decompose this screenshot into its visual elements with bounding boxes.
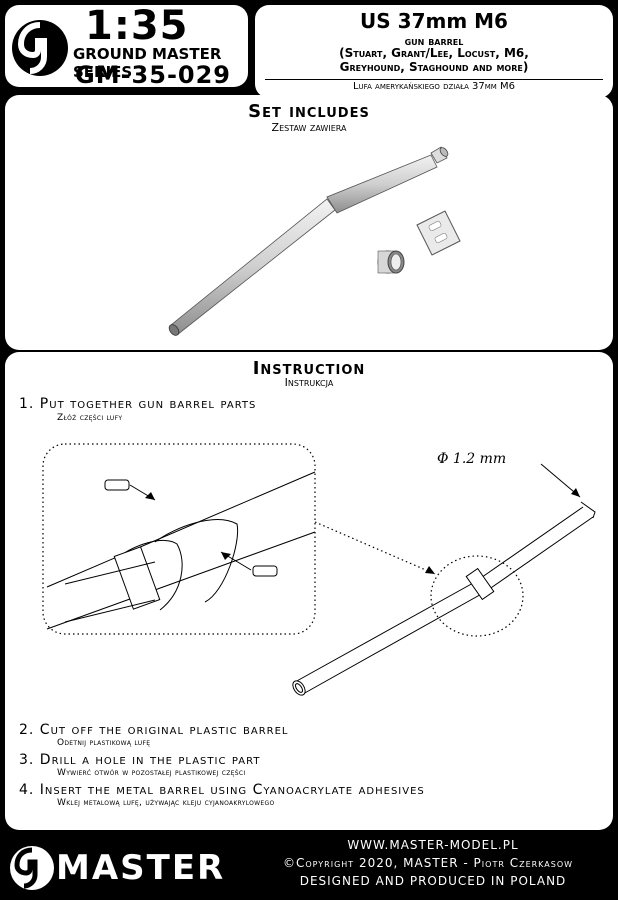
vehicle-list-line-1: (Stuart, Grant/Lee, Locust, M6,	[339, 46, 529, 60]
footer-made: DESIGNED AND PRODUCED IN POLAND	[299, 874, 567, 888]
set-includes-panel: Set includes Zestaw zawiera	[5, 95, 613, 350]
title-divider	[265, 79, 603, 80]
title-panel: US 37mm M6 gun barrel (Stuart, Grant/Lee…	[255, 5, 613, 98]
product-code: GM-35-029	[75, 61, 231, 89]
zoomed-barrel	[46, 471, 316, 630]
assembly-diagram	[42, 443, 596, 696]
vehicle-list-line-2: Greyhound, Staghound and more)	[339, 60, 529, 74]
step-3-title: 3. Drill a hole in the plastic part	[19, 752, 261, 768]
set-heading: Set includes	[248, 101, 370, 122]
series-label: GROUND MASTER SERIES	[73, 45, 222, 81]
logo-panel: 1:35 GROUND MASTER SERIES GM-35-029	[5, 3, 248, 89]
step-3-subtitle: Wywierć otwór w pozostałej plastikowej c…	[57, 768, 246, 778]
zoom-frame	[42, 443, 316, 635]
step-1-subtitle: Złóż części lufy	[57, 413, 123, 423]
parts-illustration	[168, 146, 461, 336]
detail-circle	[430, 555, 524, 637]
vehicle-list: (Stuart, Grant/Lee, Locust, M6, Greyhoun…	[255, 46, 613, 74]
full-barrel	[292, 501, 596, 696]
photo-etched-fret	[416, 210, 461, 256]
dimension-label: Φ 1.2 mm	[437, 451, 507, 467]
ring-part	[377, 250, 405, 274]
instruction-subheading: Instrukcja	[284, 376, 334, 389]
set-subheading: Zestaw zawiera	[271, 121, 347, 134]
metal-barrel-part	[168, 146, 449, 336]
footer-copyright: ©Copyright 2020, MASTER - Piotr Czerkaso…	[282, 856, 574, 870]
scale-label: 1:35	[85, 3, 189, 49]
footer-url: WWW.MASTER-MODEL.PL	[347, 838, 519, 852]
footer-logo-icon	[10, 846, 54, 890]
step-2-subtitle: Odetnij plastikową lufę	[57, 738, 151, 748]
step-2-title: 2. Cut off the original plastic barrel	[19, 722, 289, 738]
master-logo-icon	[12, 20, 68, 76]
product-title: US 37mm M6	[360, 9, 508, 33]
polish-title: Lufa amerykańskiego działa 37mm M6	[352, 81, 516, 92]
step-1-title: 1. Put together gun barrel parts	[19, 396, 257, 412]
step-4-title: 4. Insert the metal barrel using Cyanoac…	[19, 782, 425, 798]
instruction-panel: Instruction Instrukcja 1. Put together g…	[5, 352, 613, 830]
step-4-subtitle: Wklej metalową lufę, używając kleju cyja…	[57, 798, 275, 808]
clip-part-a	[104, 479, 130, 491]
instruction-heading: Instruction	[252, 358, 366, 379]
footer-brand: MASTER	[56, 848, 226, 888]
product-subtitle: gun barrel	[404, 35, 464, 48]
clip-part-b	[252, 565, 278, 577]
